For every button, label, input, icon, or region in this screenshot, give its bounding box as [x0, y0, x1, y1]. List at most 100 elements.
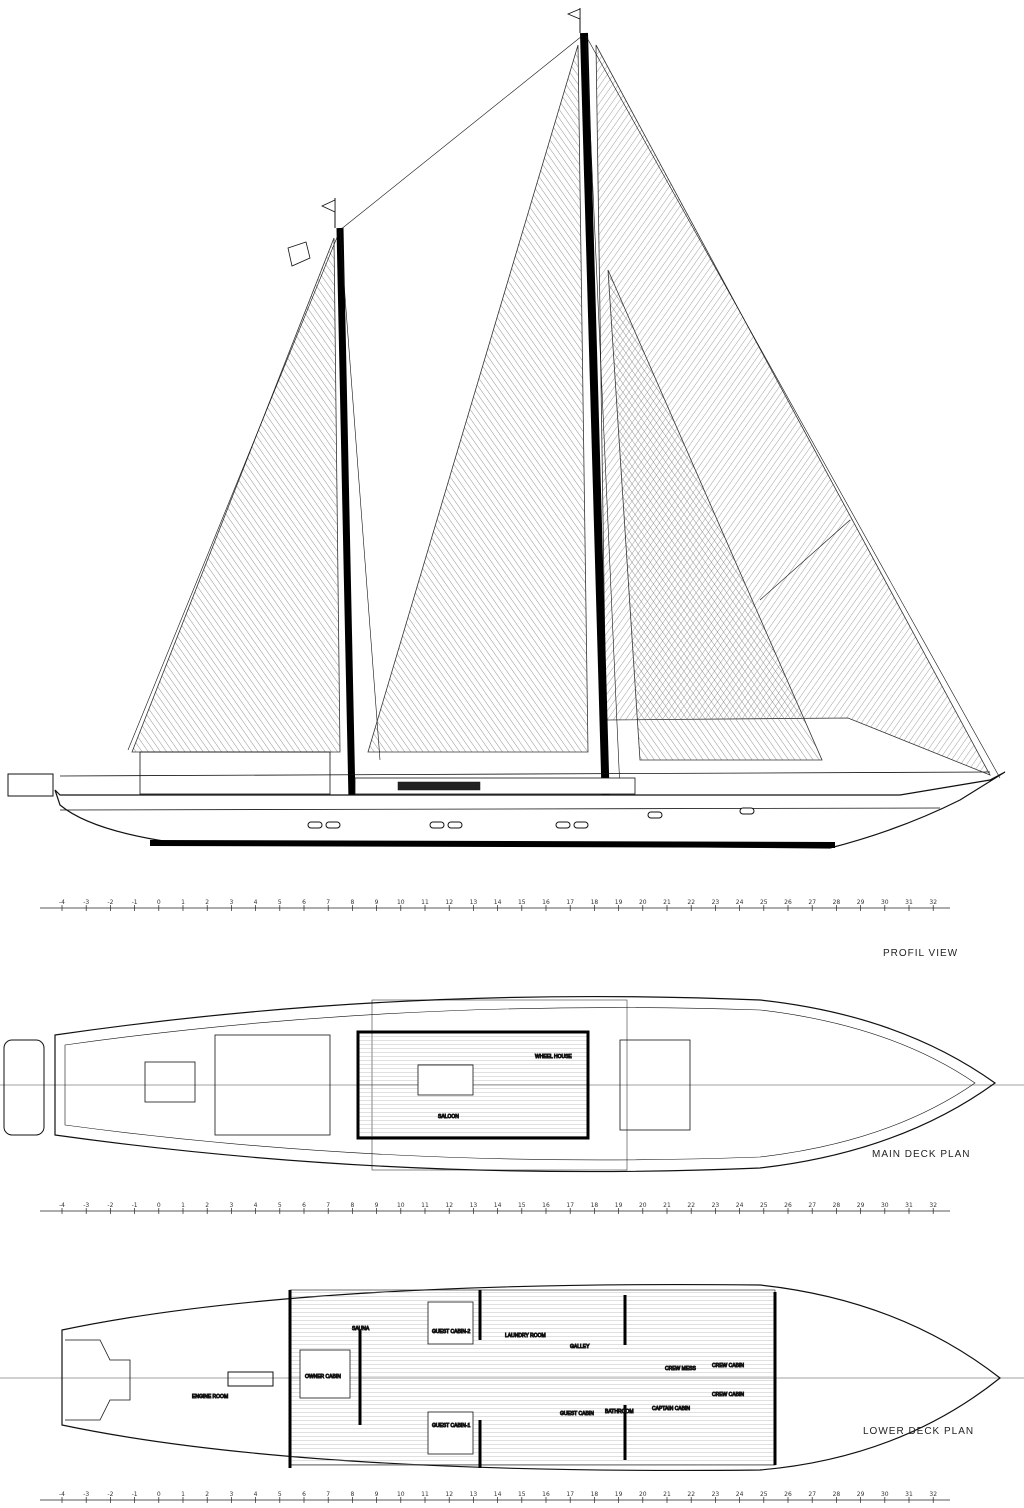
ruler-tick-label: 25 — [760, 899, 768, 906]
ruler-tick-label: 6 — [302, 1491, 306, 1498]
ruler-tick-label: 24 — [736, 1202, 744, 1209]
ruler-tick-label: 0 — [157, 899, 161, 906]
ruler-tick-label: 11 — [421, 1202, 429, 1209]
captain-cabin-label: CAPTAIN CABIN — [652, 1406, 690, 1412]
ruler-tick-label: 7 — [326, 899, 330, 906]
ruler-tick-label: 32 — [929, 1491, 937, 1498]
ruler-tick-label: 22 — [687, 899, 695, 906]
ruler-tick-label: -1 — [132, 1202, 138, 1209]
ruler-tick-label: 8 — [350, 1202, 354, 1209]
ruler-tick-label: 2 — [205, 1202, 209, 1209]
ruler-tick-label: 23 — [712, 1491, 720, 1498]
ruler-tick-label: 8 — [350, 899, 354, 906]
ruler-tick-label: 0 — [157, 1491, 161, 1498]
ruler-tick-label: 30 — [881, 899, 889, 906]
bathroom-label: BATHROOM — [605, 1409, 634, 1415]
ruler-tick-label: 32 — [929, 1202, 937, 1209]
ruler-tick-label: 10 — [397, 1491, 405, 1498]
ruler-tick-label: -4 — [59, 1202, 65, 1209]
ruler-tick-label: 9 — [375, 899, 379, 906]
main-sail — [367, 44, 589, 753]
ruler-tick-label: 11 — [421, 1491, 429, 1498]
wheel-house-label: WHEEL HOUSE — [535, 1054, 572, 1060]
ruler-tick-label: 14 — [494, 1202, 502, 1209]
ruler-tick-label: 22 — [687, 1491, 695, 1498]
ruler-tick-label: 2 — [205, 1491, 209, 1498]
crew-cabin-1-label: CREW CABIN — [712, 1363, 744, 1369]
ruler-tick-label: 27 — [808, 1491, 816, 1498]
ruler-tick-label: 6 — [302, 1202, 306, 1209]
ruler-tick-label: 4 — [254, 1491, 258, 1498]
galley-label: GALLEY — [570, 1344, 590, 1350]
ruler-tick-label: 26 — [784, 1491, 792, 1498]
ruler-tick-label: 21 — [663, 1491, 671, 1498]
ruler-tick-label: 12 — [445, 1491, 453, 1498]
ruler-tick-label: 28 — [833, 1491, 841, 1498]
ruler-tick-label: 31 — [905, 1202, 913, 1209]
guest-cabin-label: GUEST CABIN — [560, 1411, 594, 1417]
ruler-tick-label: 20 — [639, 899, 647, 906]
ruler-tick-label: 7 — [326, 1491, 330, 1498]
ruler-tick-label: 29 — [857, 899, 865, 906]
ruler-tick-label: 3 — [229, 899, 233, 906]
ruler-tick-label: 31 — [905, 899, 913, 906]
ruler-tick-label: 3 — [229, 1202, 233, 1209]
ruler-tick-label: -1 — [132, 1491, 138, 1498]
ruler-tick-label: 22 — [687, 1202, 695, 1209]
guest-cabin-2-label: GUEST CABIN-2 — [432, 1329, 470, 1335]
ruler-tick-label: 23 — [712, 1202, 720, 1209]
ruler-tick-label: 32 — [929, 899, 937, 906]
ruler-tick-label: -2 — [107, 1491, 113, 1498]
owner-cabin-label: OWNER CABIN — [305, 1374, 341, 1380]
ruler-tick-label: 9 — [375, 1202, 379, 1209]
ruler-tick-label: 19 — [615, 1202, 623, 1209]
ruler-tick-label: 28 — [833, 1202, 841, 1209]
ruler-tick-label: 20 — [639, 1202, 647, 1209]
ruler-tick-label: 5 — [278, 899, 282, 906]
hull-profile — [54, 771, 1006, 849]
ruler-tick-label: 5 — [278, 1202, 282, 1209]
tender — [7, 773, 54, 797]
ruler-tick-label: 20 — [639, 1491, 647, 1498]
ruler-tick-label: 14 — [494, 1491, 502, 1498]
ruler-tick-label: 30 — [881, 1491, 889, 1498]
ruler-tick-label: 10 — [397, 899, 405, 906]
ruler-tick-label: 25 — [760, 1491, 768, 1498]
ruler-tick-label: 15 — [518, 899, 526, 906]
mizzen-sail — [131, 237, 341, 753]
portholes — [307, 807, 755, 829]
ruler-tick-label: 15 — [518, 1491, 526, 1498]
mizzen-mast — [336, 227, 356, 801]
ruler-tick-label: 18 — [591, 1491, 599, 1498]
staysail — [607, 269, 823, 761]
ruler-tick-label: 25 — [760, 1202, 768, 1209]
ruler-tick-label: 24 — [736, 1491, 744, 1498]
ruler-tick-label: 26 — [784, 1202, 792, 1209]
ruler-tick-label: -2 — [107, 1202, 113, 1209]
ruler-tick-label: 16 — [542, 1491, 550, 1498]
profile-view — [7, 8, 1006, 849]
ruler-tick-label: 15 — [518, 1202, 526, 1209]
ruler-tick-label: 2 — [205, 899, 209, 906]
main-mast — [580, 32, 610, 809]
ruler-tick-label: 16 — [542, 1202, 550, 1209]
ruler-tick-label: 5 — [278, 1491, 282, 1498]
ruler-tick-label: 12 — [445, 1202, 453, 1209]
ruler-tick-label: 19 — [615, 1491, 623, 1498]
ruler-tick-label: -4 — [59, 1491, 65, 1498]
ruler-tick-label: 30 — [881, 1202, 889, 1209]
main-deck-plan-title: MAIN DECK PLAN — [872, 1149, 970, 1160]
ruler-tick-label: 24 — [736, 899, 744, 906]
ruler-tick-label: 18 — [591, 1202, 599, 1209]
main-deck-plan: WHEEL HOUSE SALOON — [0, 995, 1024, 1173]
ruler-tick-label: -1 — [132, 899, 138, 906]
ruler-tick-label: 27 — [808, 1202, 816, 1209]
ruler-tick-label: 21 — [663, 1202, 671, 1209]
sauna-label: SAUNA — [352, 1326, 370, 1332]
saloon-label: SALOON — [438, 1114, 459, 1120]
ruler-tick-label: 6 — [302, 899, 306, 906]
lower-deck-plan-title: LOWER DECK PLAN — [863, 1426, 974, 1437]
lower-deck-plan: ENGINE ROOM OWNER CABIN SAUNA GUEST CABI… — [0, 1283, 1024, 1472]
ruler-tick-label: -4 — [59, 899, 65, 906]
